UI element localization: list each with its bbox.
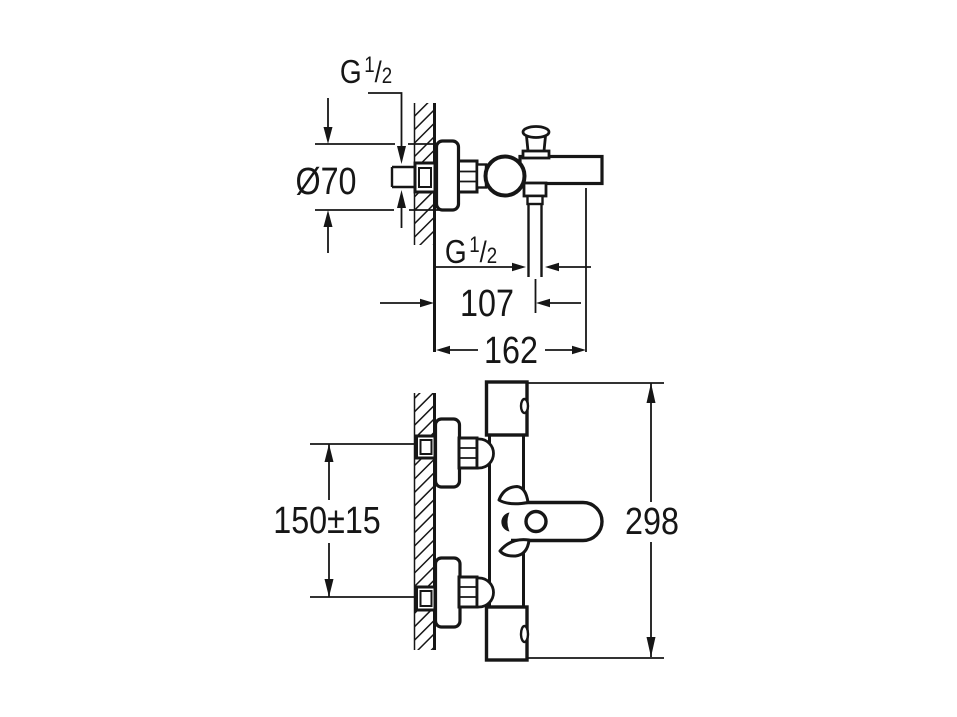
connection-nut-front-top xyxy=(457,436,479,470)
handle-grip-top xyxy=(519,397,530,415)
arrow-up-icon xyxy=(323,210,333,227)
escutcheon-front-bottom xyxy=(433,556,462,629)
connection-nut-side xyxy=(457,159,479,194)
spout-crescent-mark xyxy=(501,512,510,532)
wall-union-nut-inner xyxy=(418,167,432,188)
diverter-knob xyxy=(521,125,551,160)
side-view xyxy=(390,103,604,352)
control-knob xyxy=(483,154,527,198)
spout-leaf-bottom xyxy=(498,538,531,558)
arrow-down-icon xyxy=(323,127,333,144)
front-view xyxy=(413,380,604,662)
dim-label-wall-to-spout-end: 162 xyxy=(484,330,538,372)
dim-label-escutcheon-diameter: Ø70 xyxy=(295,161,357,203)
shower-outlet xyxy=(522,181,548,277)
arrow-up-icon xyxy=(397,190,406,208)
arrow-left-icon xyxy=(536,298,550,308)
arrow-left-icon xyxy=(436,345,450,355)
connection-nut-front-bottom xyxy=(457,575,479,609)
arrow-down-icon xyxy=(397,146,406,164)
inlet-nut-top-inner xyxy=(419,439,433,455)
inlet-stub xyxy=(390,165,415,189)
arrow-up-icon xyxy=(324,444,334,462)
dim-leader-inlet-thread xyxy=(368,92,403,147)
handle-grip-bottom xyxy=(519,624,530,644)
arrow-down-icon xyxy=(324,579,334,597)
dim-label-overall-length: 298 xyxy=(625,501,679,543)
arrow-up-icon xyxy=(646,383,656,403)
inlet-nut-bottom-inner xyxy=(419,590,433,607)
escutcheon-side xyxy=(434,139,461,212)
spout-ring xyxy=(524,509,548,534)
dim-label-wall-to-outlet: 107 xyxy=(460,283,514,325)
escutcheon-front-top xyxy=(433,417,462,489)
mixer-body-side xyxy=(518,154,604,186)
arrow-right-icon xyxy=(512,262,526,272)
dim-label-inlet-spacing: 150±15 xyxy=(273,500,381,542)
connection-dome-bottom xyxy=(475,576,495,609)
arrow-right-icon xyxy=(572,345,586,355)
spout-leaf-top xyxy=(497,485,530,506)
front-view-dimensions xyxy=(310,382,664,659)
arrow-down-icon xyxy=(646,637,656,657)
side-view-dimensions xyxy=(315,92,591,355)
arrow-left-icon xyxy=(545,262,559,272)
connection-dome-top xyxy=(475,437,495,470)
arrow-right-icon xyxy=(420,298,434,308)
